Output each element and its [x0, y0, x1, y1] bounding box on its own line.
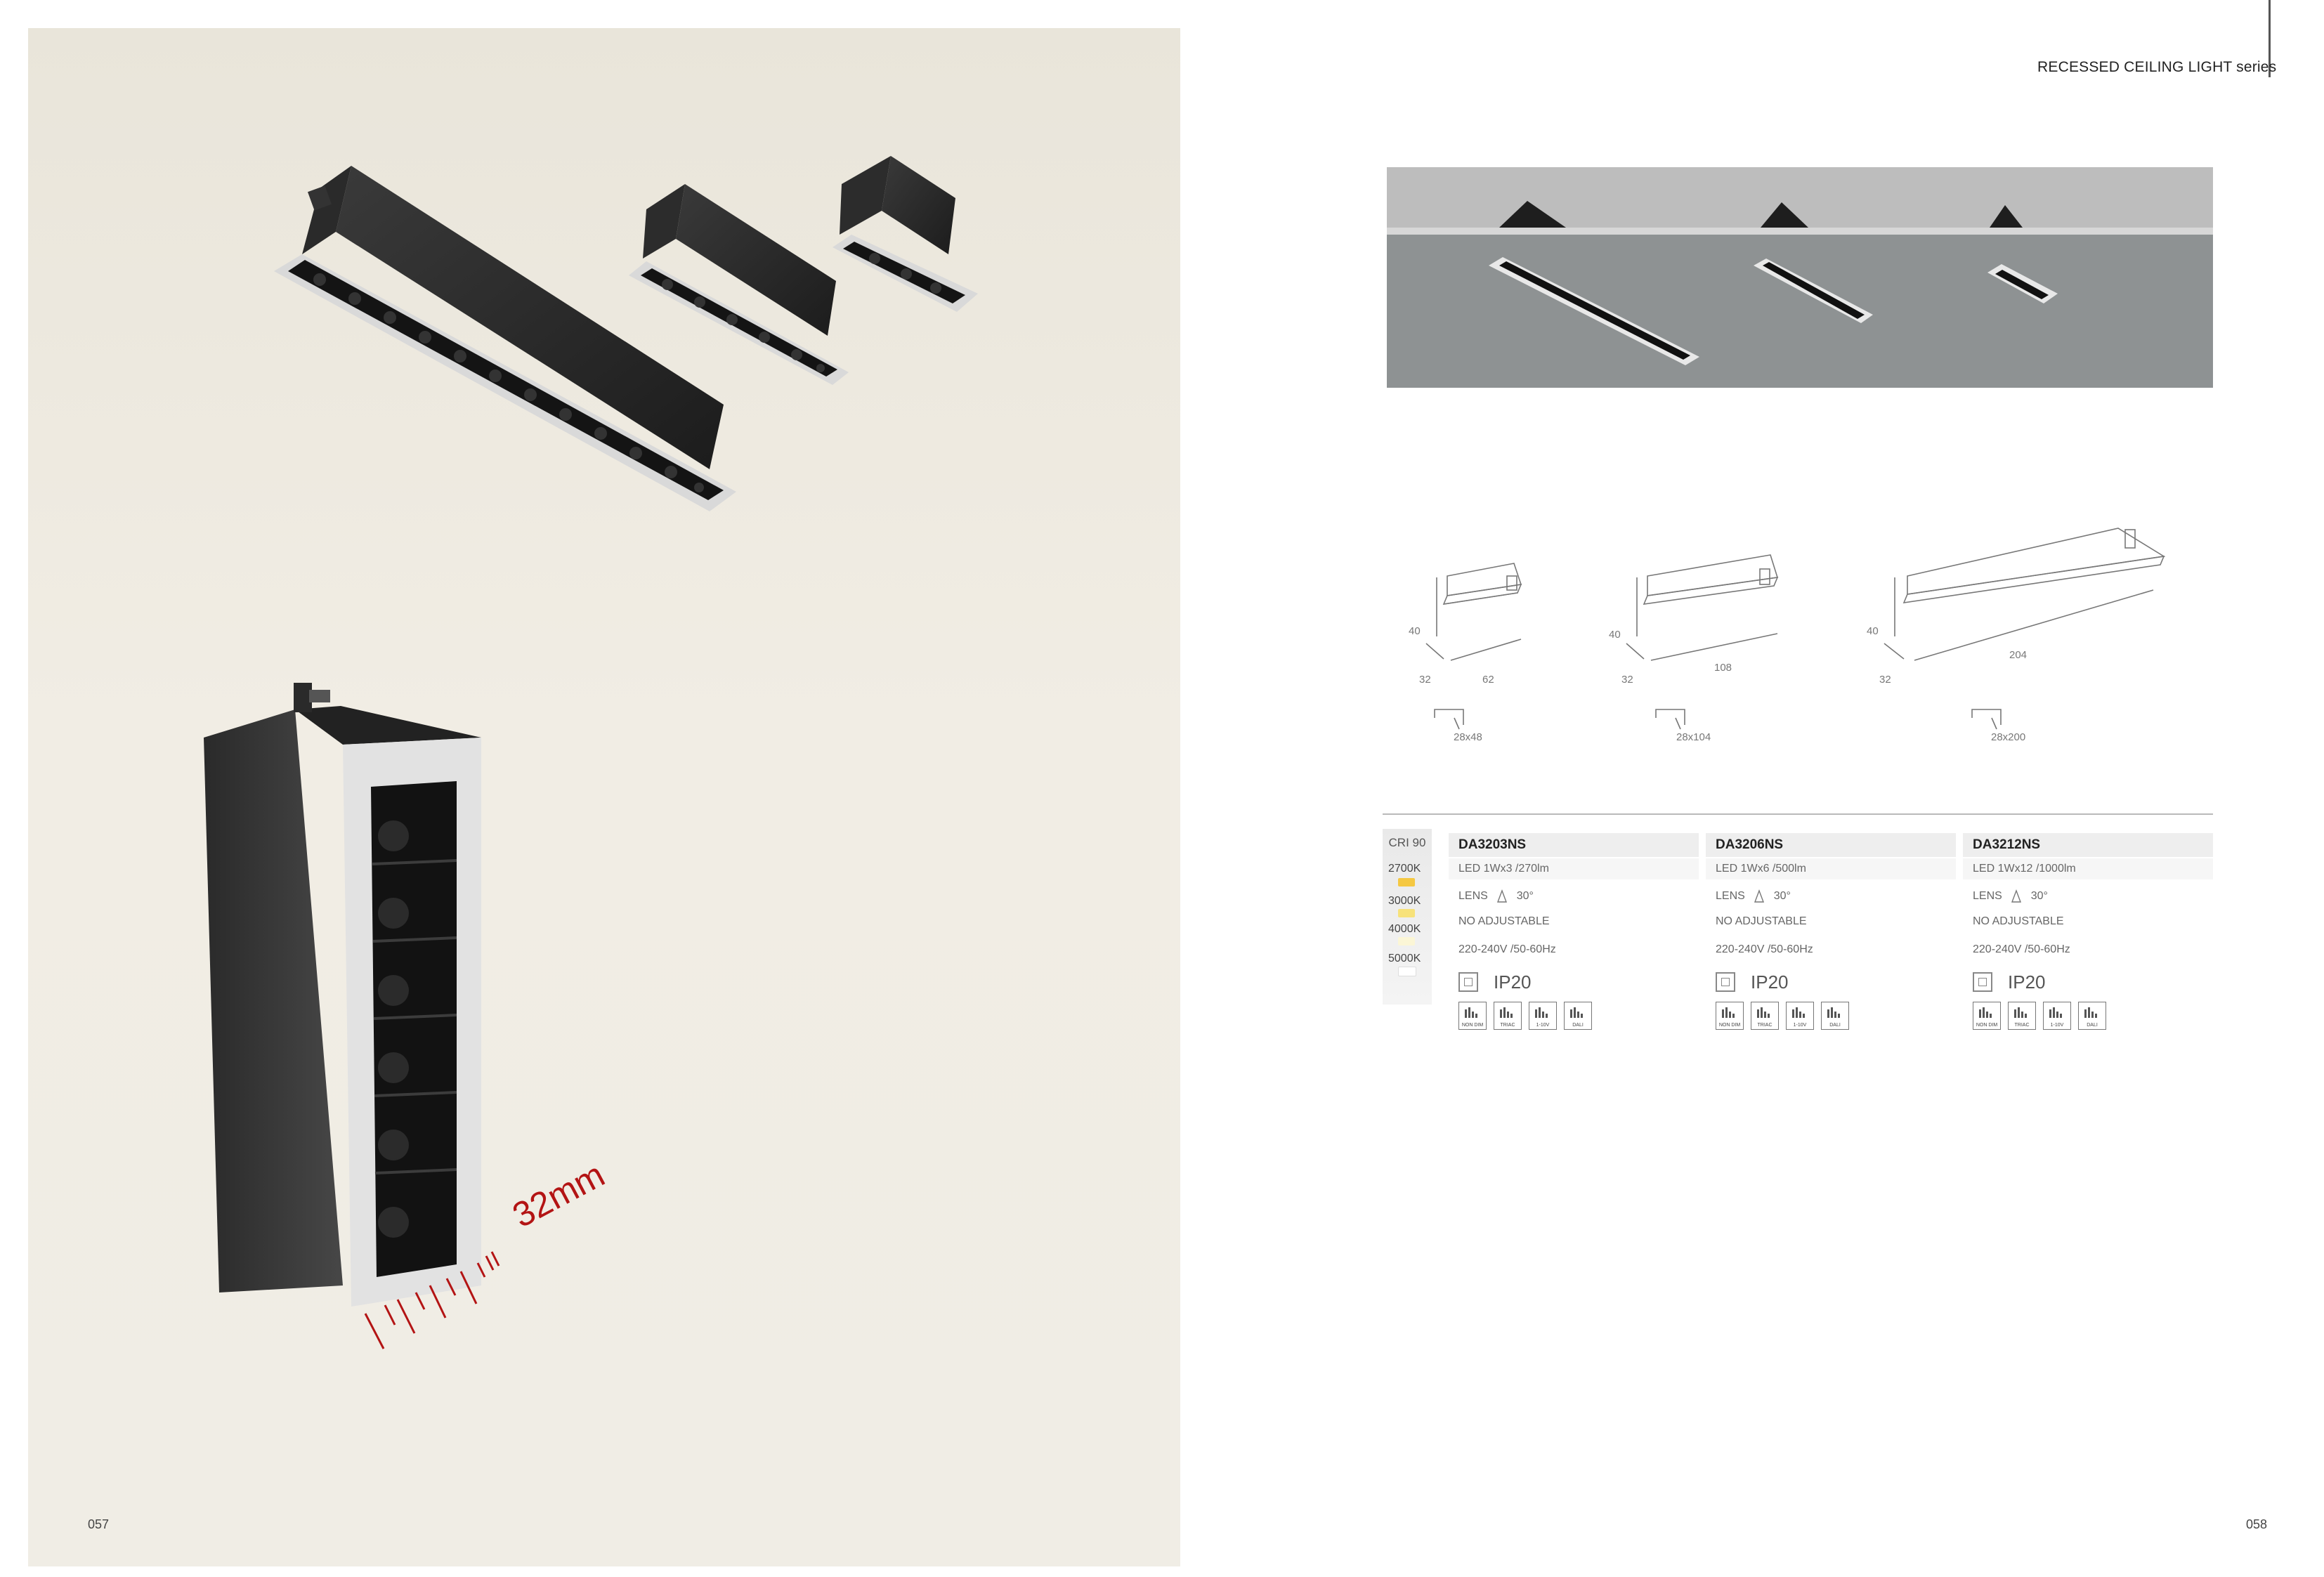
cutout-da3203: 28x48 [1454, 731, 1482, 743]
drawing-1-height: 40 [1409, 625, 1421, 637]
triac-icon: TRIAC [2008, 1002, 2036, 1030]
beam-angle-icon [1497, 889, 1508, 903]
model-name: DA3203NS [1449, 833, 1699, 857]
led-spec: LED 1Wx12 /1000lm [1963, 858, 2213, 879]
spec-column-da3203: DA3203NS LED 1Wx3 /270lm LENS 30° NO ADJ… [1449, 833, 1699, 1030]
lens-angle: 30° [1773, 890, 1791, 902]
model-name: DA3206NS [1706, 833, 1956, 857]
cutout-da3206: 28x104 [1676, 731, 1711, 743]
dimming-options: NON DIM TRIAC 1-10V DALI [1963, 1002, 2213, 1030]
indoor-icon [1716, 972, 1735, 992]
triac-icon: TRIAC [1494, 1002, 1522, 1030]
indoor-icon [1973, 972, 1992, 992]
cct-3000k: 3000K [1388, 895, 1421, 907]
lens-label: LENS [1716, 890, 1745, 902]
lens-label: LENS [1973, 890, 2002, 902]
adjustable-spec: NO ADJUSTABLE [1716, 915, 1807, 927]
1-10v-icon: 1-10V [2043, 1002, 2071, 1030]
led-spec: LED 1Wx3 /270lm [1449, 858, 1699, 879]
drawing-1-length: 62 [1482, 674, 1494, 686]
cri-label: CRI 90 [1388, 836, 1426, 849]
voltage-spec: 220-240V /50-60Hz [1716, 943, 1813, 955]
series-title: RECESSED CEILING LIGHT series [2037, 59, 2277, 75]
ip-rating-row: IP20 [1706, 968, 1956, 996]
1-10v-icon: 1-10V [1529, 1002, 1557, 1030]
spec-column-da3212: DA3212NS LED 1Wx12 /1000lm LENS 30° NO A… [1963, 833, 2213, 1030]
swatch-2700k [1398, 878, 1415, 886]
drawing-3-width: 32 [1879, 674, 1891, 686]
page-number-left: 057 [88, 1517, 110, 1531]
lens-angle: 30° [1516, 890, 1534, 902]
ip-rating: IP20 [1494, 971, 1532, 993]
drawing-2-length: 108 [1714, 662, 1732, 674]
adjustable-spec: NO ADJUSTABLE [1973, 915, 2064, 927]
dimming-options: NON DIM TRIAC 1-10V DALI [1706, 1002, 1956, 1030]
page-number-right: 058 [2246, 1517, 2268, 1531]
ruler-ticks [364, 1251, 500, 1349]
ip-rating-row: IP20 [1963, 968, 2213, 996]
lens-spec: LENS 30° [1706, 886, 1956, 906]
product-photo-illustration [204, 156, 978, 1349]
cct-2700k: 2700K [1388, 863, 1421, 875]
adjustable-spec: NO ADJUSTABLE [1458, 915, 1550, 927]
lens-spec: LENS 30° [1963, 886, 2213, 906]
beam-angle-icon [1754, 889, 1765, 903]
lens-angle: 30° [2030, 890, 2048, 902]
lens-label: LENS [1458, 890, 1488, 902]
header-rule [2268, 0, 2271, 77]
led-spec: LED 1Wx6 /500lm [1706, 858, 1956, 879]
cutout-icons [1434, 709, 2002, 730]
fixture-closeup-image [204, 683, 481, 1307]
drawing-da3212 [1884, 528, 2166, 661]
dimension-drawings: 40 32 62 40 32 108 40 32 204 [1409, 528, 2166, 730]
fixture-12-head-image [274, 166, 736, 511]
drawing-3-length: 204 [2009, 649, 2027, 661]
drawing-2-height: 40 [1609, 629, 1621, 641]
drawing-da3203 [1425, 563, 1522, 661]
drawing-1-width: 32 [1419, 674, 1431, 686]
voltage-spec: 220-240V /50-60Hz [1973, 943, 2070, 955]
cutout-da3212: 28x200 [1991, 731, 2026, 743]
swatch-4000k [1398, 937, 1415, 945]
swatch-3000k [1398, 909, 1415, 917]
ip-rating: IP20 [1751, 971, 1789, 993]
cri-column: CRI 90 2700K 3000K 4000K 5000K [1383, 829, 1432, 1005]
cct-5000k: 5000K [1388, 953, 1421, 964]
ip-rating: IP20 [2008, 971, 2046, 993]
ip-rating-row: IP20 [1449, 968, 1699, 996]
lens-spec: LENS 30° [1449, 886, 1699, 906]
indoor-icon [1458, 972, 1478, 992]
dimming-options: NON DIM TRIAC 1-10V DALI [1449, 1002, 1699, 1030]
non-dim-icon: NON DIM [1458, 1002, 1487, 1030]
dali-icon: DALI [1564, 1002, 1592, 1030]
drawing-2-width: 32 [1621, 674, 1633, 686]
swatch-5000k [1398, 967, 1416, 976]
installed-ceiling-mockup [1387, 167, 2213, 388]
dali-icon: DALI [2078, 1002, 2106, 1030]
fixture-3-head-image [833, 156, 978, 312]
voltage-spec: 220-240V /50-60Hz [1458, 943, 1556, 955]
drawing-3-height: 40 [1867, 625, 1879, 637]
model-name: DA3212NS [1963, 833, 2213, 857]
spec-column-da3206: DA3206NS LED 1Wx6 /500lm LENS 30° NO ADJ… [1706, 833, 1956, 1030]
non-dim-icon: NON DIM [1973, 1002, 2001, 1030]
drawing-da3206 [1626, 554, 1779, 661]
1-10v-icon: 1-10V [1786, 1002, 1814, 1030]
fixture-6-head-image [629, 184, 849, 385]
section-divider [1383, 813, 2213, 815]
cct-4000k: 4000K [1388, 923, 1421, 935]
beam-angle-icon [2011, 889, 2022, 903]
dali-icon: DALI [1821, 1002, 1849, 1030]
triac-icon: TRIAC [1751, 1002, 1779, 1030]
non-dim-icon: NON DIM [1716, 1002, 1744, 1030]
